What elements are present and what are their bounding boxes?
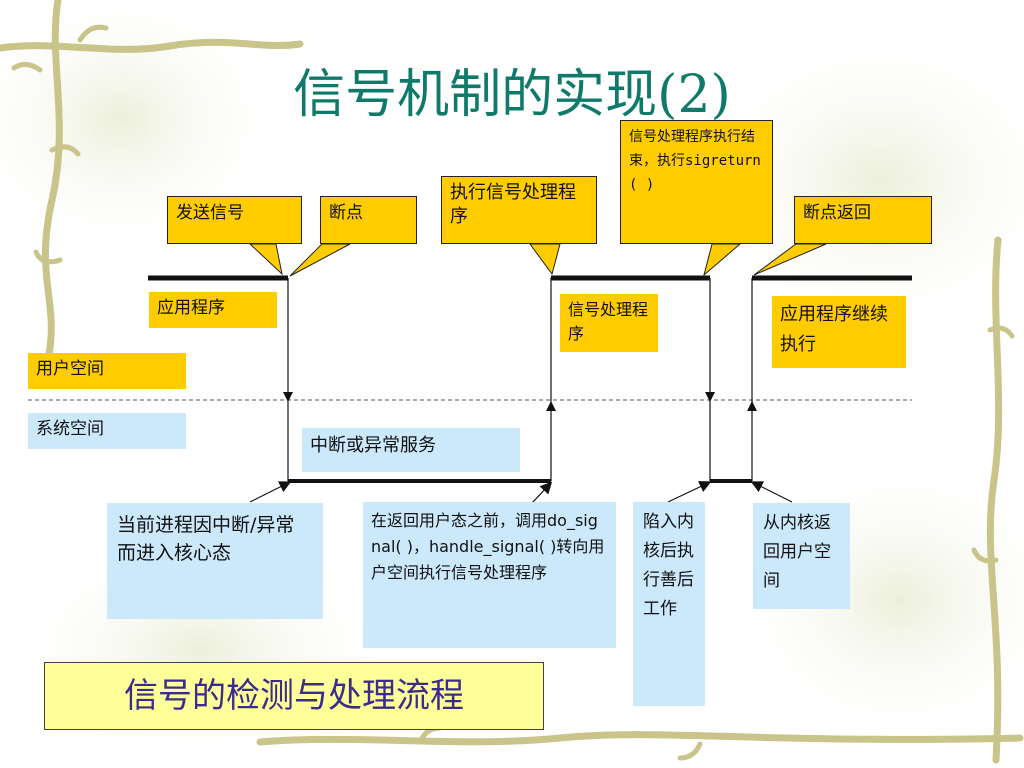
callout-send-signal-text: 发送信号 [176, 203, 244, 223]
callout-send-signal: 发送信号 [167, 196, 302, 244]
note-enter-kernel: 当前进程因中断/异常而进入核心态 [107, 503, 323, 619]
note-trap-text: 陷入内核后执行善后工作 [643, 512, 694, 619]
arrow-down-2 [705, 392, 715, 402]
callout-breakpoint-text: 断点 [329, 203, 363, 223]
note-enter-kernel-text: 当前进程因中断/异常而进入核心态 [117, 514, 295, 564]
callout-tail-end [703, 243, 742, 277]
arrow-up-2 [747, 401, 757, 411]
arrow-up-1 [546, 401, 556, 411]
callout-exec-handler: 执行信号处理程序 [441, 176, 597, 244]
callout-tail-breakpoint [289, 243, 351, 277]
callout-tail-handler [529, 243, 561, 276]
callout-exec-handler-text: 执行信号处理程序 [450, 182, 576, 227]
note-before-return-text: 在返回用户态之前，调用do_signal( )，handle_signal( )… [371, 511, 605, 582]
pointer-trap [667, 481, 712, 503]
callout-tail-send [248, 243, 283, 276]
label-interrupt-service: 中断或异常服务 [302, 428, 520, 472]
label-user-space: 用户空间 [28, 353, 186, 389]
pointer-return-user [750, 481, 793, 503]
callout-handler-end-text: 信号处理程序执行结束，执行sigreturn( ) [629, 129, 761, 193]
note-before-return: 在返回用户态之前，调用do_signal( )，handle_signal( )… [363, 502, 616, 648]
note-trap: 陷入内核后执行善后工作 [633, 502, 705, 706]
label-app: 应用程序 [149, 292, 277, 328]
callout-breakpoint-return: 断点返回 [794, 196, 932, 244]
label-handler: 信号处理程序 [560, 294, 658, 352]
callout-handler-end: 信号处理程序执行结束，执行sigreturn( ) [620, 120, 773, 244]
label-app-continue: 应用程序继续执行 [772, 296, 906, 368]
callout-breakpoint: 断点 [320, 196, 417, 244]
note-return-user: 从内核返回用户空间 [753, 503, 850, 609]
slide-title: 信号机制的实现(2) [293, 65, 731, 125]
callout-tail-return [753, 243, 827, 276]
slide-subtitle: 信号的检测与处理流程 [44, 662, 544, 730]
note-return-user-text: 从内核返回用户空间 [763, 513, 831, 591]
arrow-down-1 [283, 392, 293, 402]
label-system-space: 系统空间 [28, 413, 186, 449]
callout-breakpoint-return-text: 断点返回 [803, 203, 871, 223]
pointer-enter-kernel [249, 481, 292, 503]
